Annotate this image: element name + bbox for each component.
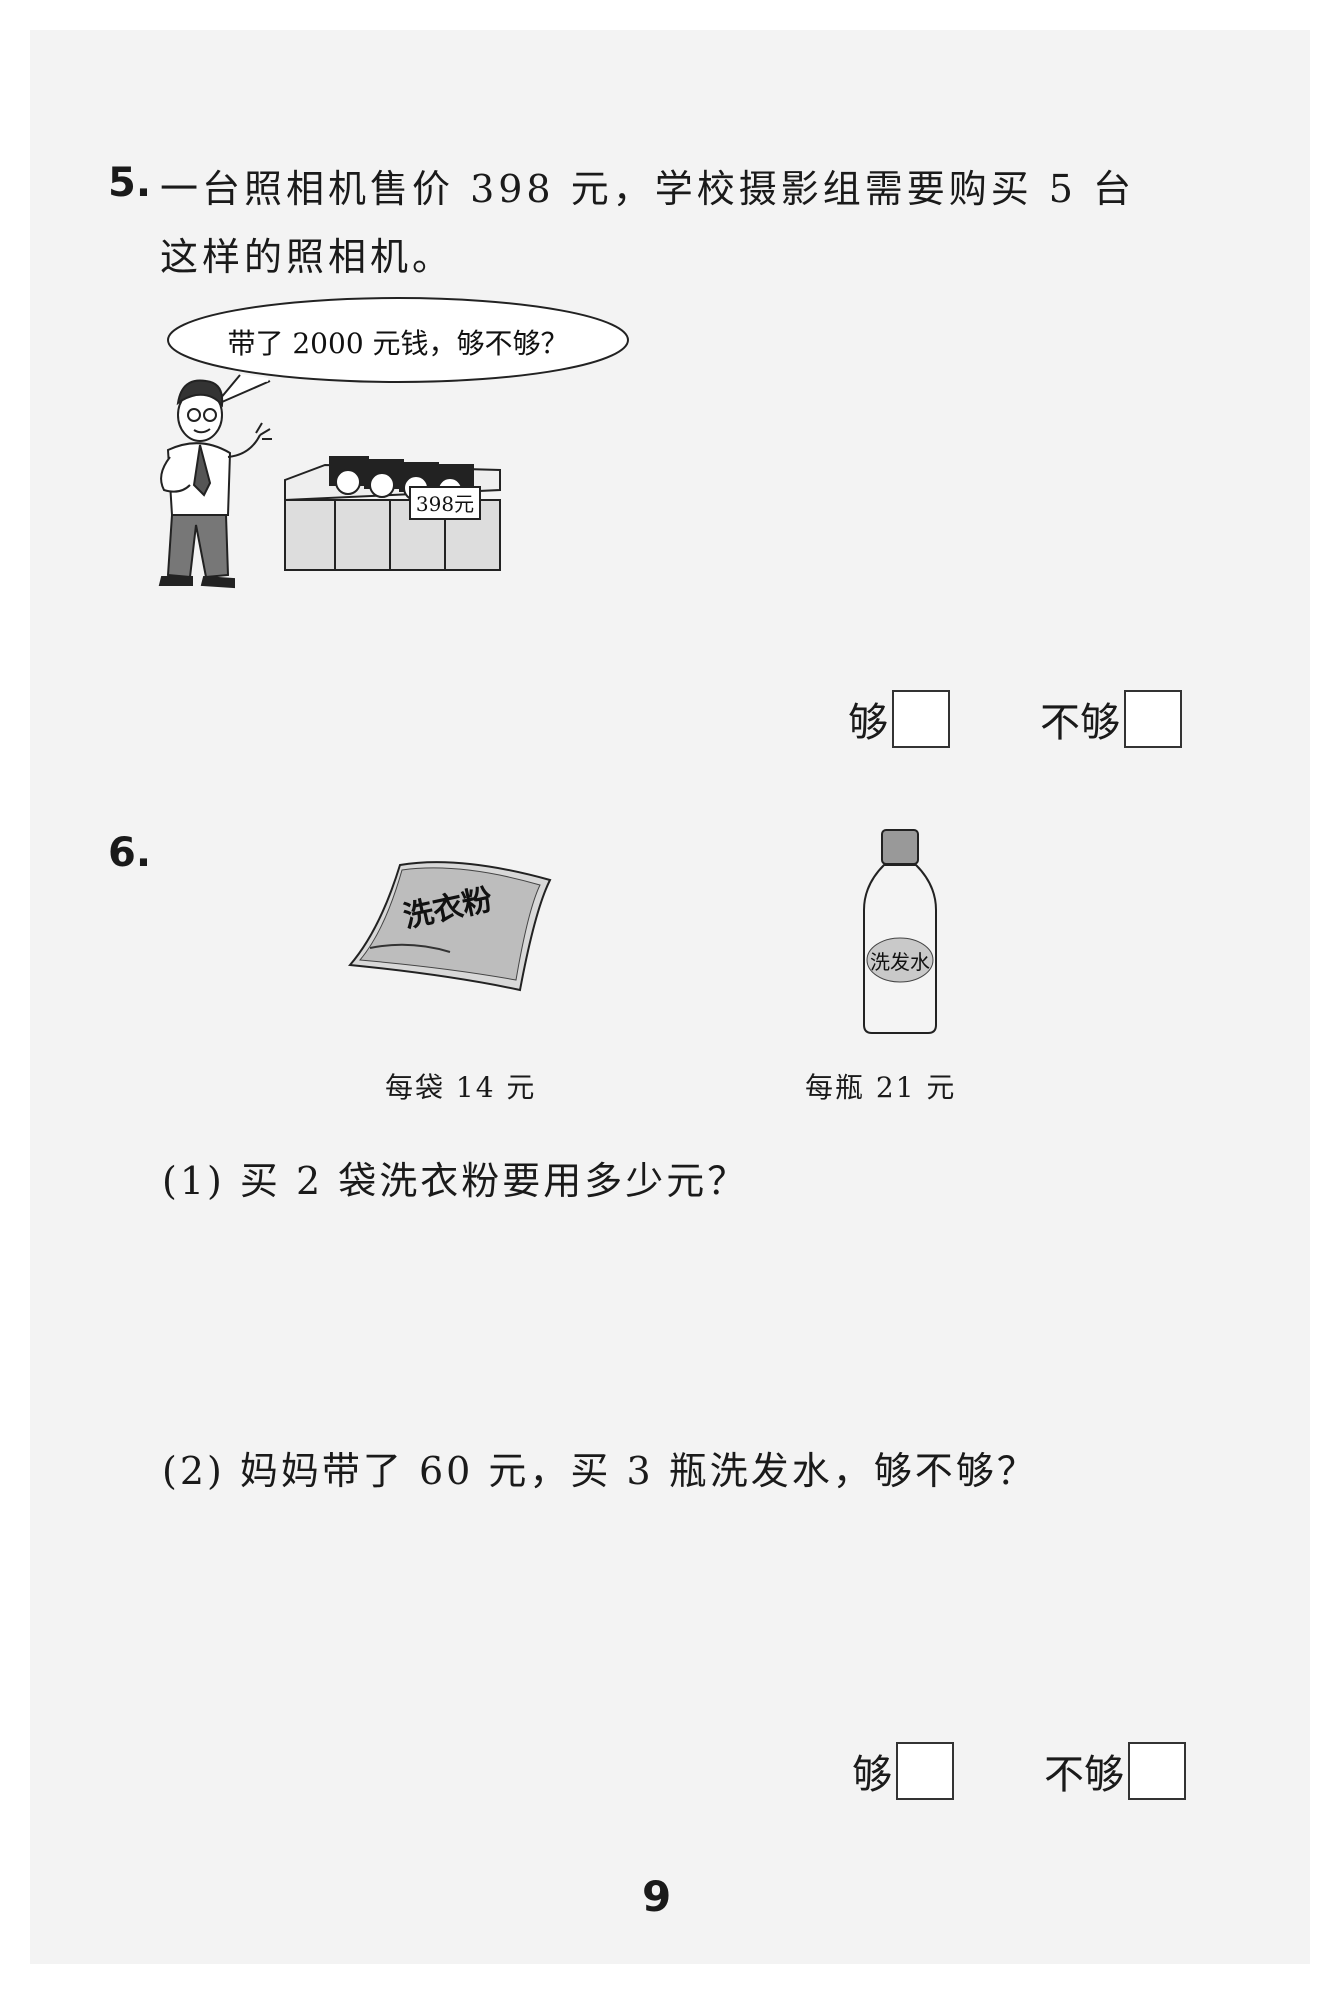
question-5-number: 5.	[108, 160, 152, 206]
teacher-figure	[158, 379, 272, 589]
question-6-part-1: (1) 买 2 袋洗衣粉要用多少元？	[162, 1159, 749, 1203]
washing-powder-bag-image: 洗衣粉	[347, 861, 552, 992]
q5-choice-enough[interactable]: 够	[848, 690, 950, 748]
shampoo-bottle-image: 洗发水	[863, 829, 937, 1034]
q6-choice-not-enough[interactable]: 不够	[1044, 1742, 1186, 1800]
price-tag-text: 398元	[416, 492, 474, 516]
shampoo-label: 洗发水	[870, 950, 930, 974]
question-6-number: 6.	[108, 830, 152, 876]
camera-shop-illustration: 带了 2000 元钱，够不够？	[158, 297, 629, 589]
q6-choice-enough[interactable]: 够	[852, 1742, 954, 1800]
q5-not-enough-checkbox[interactable]	[1124, 690, 1182, 748]
washing-powder-price-caption: 每袋 14 元	[385, 1071, 537, 1104]
speech-bubble: 带了 2000 元钱，够不够？	[167, 297, 629, 406]
camera-counter	[284, 456, 501, 571]
q6-choice-not-enough-label: 不够	[1044, 1752, 1124, 1798]
q5-choice-not-enough[interactable]: 不够	[1040, 690, 1182, 748]
q6-enough-checkbox[interactable]	[896, 1742, 954, 1800]
q5-choice-not-enough-label: 不够	[1040, 700, 1120, 746]
q6-choice-enough-label: 够	[852, 1752, 892, 1798]
worksheet-page: 5. 一台照相机售价 398 元，学校摄影组需要购买 5 台 这样的照相机。 带…	[30, 30, 1310, 1964]
speech-bubble-text: 带了 2000 元钱，够不够？	[227, 327, 568, 360]
q5-enough-checkbox[interactable]	[892, 690, 950, 748]
q6-not-enough-checkbox[interactable]	[1128, 1742, 1186, 1800]
q5-choice-enough-label: 够	[848, 700, 888, 746]
question-5-line-2: 这样的照相机。	[160, 235, 455, 279]
page-number: 9	[642, 1872, 672, 1921]
question-6-part-2: (2) 妈妈带了 60 元，买 3 瓶洗发水，够不够？	[162, 1449, 1038, 1493]
shampoo-price-caption: 每瓶 21 元	[805, 1071, 957, 1104]
question-5-line-1: 一台照相机售价 398 元，学校摄影组需要购买 5 台	[160, 167, 1136, 211]
